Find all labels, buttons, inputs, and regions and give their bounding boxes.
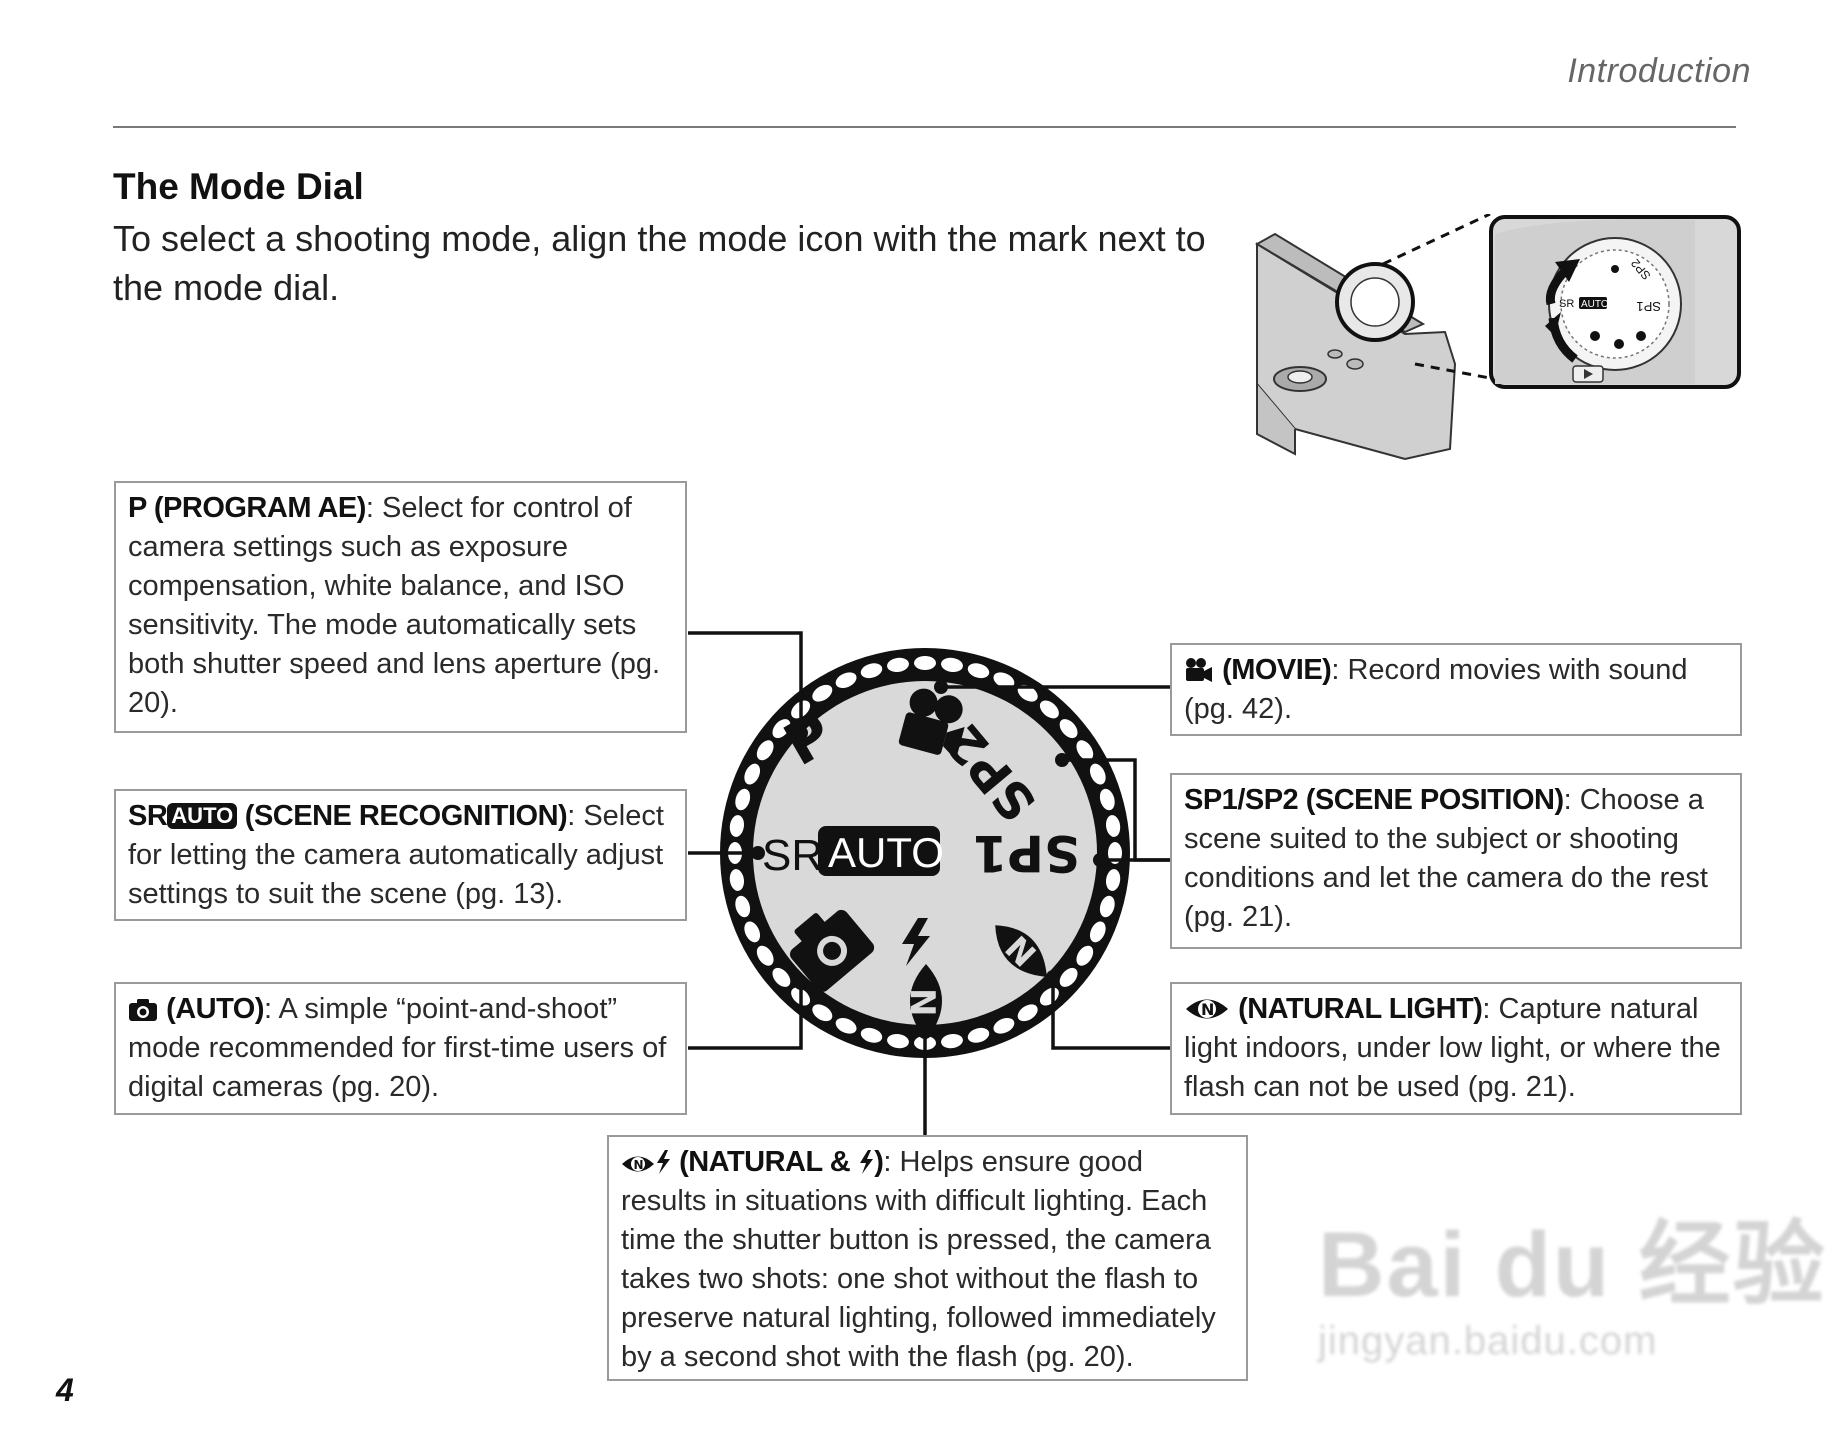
scene-position-callout: SP1/SP2 (SCENE POSITION): Choose a scene…: [1170, 773, 1742, 949]
scene-position-description: : Choose a scene suited to the subject o…: [1184, 784, 1708, 933]
dial-grip-notch: [941, 1033, 963, 1049]
dial-grip-notch: [941, 657, 963, 673]
dial-grip-notch: [1059, 719, 1078, 739]
dial-grip-notch: [1099, 788, 1115, 811]
intro-text: To select a shooting mode, align the mod…: [113, 218, 1206, 308]
movie-callout: (MOVIE): Record movies with sound (pg. 4…: [1170, 643, 1742, 736]
dial-grip-notch: [993, 1017, 1015, 1034]
natural-light-icon: N: [1186, 999, 1228, 1019]
dial-grip-notch: [729, 869, 745, 891]
program-ae-description: : Select for control of camera settings …: [128, 492, 661, 719]
dial-grip-notch: [1076, 945, 1094, 966]
dial-grip-notch: [1017, 684, 1038, 702]
dial-grip-notch: [744, 763, 761, 785]
dial-grip-notch: [835, 1017, 857, 1034]
dial-grip-notch: [967, 663, 990, 679]
dial-grip-notch: [1105, 869, 1121, 891]
auto-callout: (AUTO): A simple “point-and-shoot” mode …: [114, 982, 687, 1115]
scene-recognition-description: : Select for letting the camera automati…: [128, 800, 664, 910]
leader-lines: [688, 631, 1170, 1136]
dial-grip-notch: [993, 672, 1015, 689]
dial-grip-notch: [967, 1027, 990, 1043]
illus-sr-label: SR: [1559, 298, 1574, 310]
movie-description: : Record movies with sound (pg. 42).: [1184, 654, 1688, 725]
dial-auto-label: AUTO: [828, 829, 944, 876]
dial-grip-notch: [1089, 763, 1106, 785]
illus-sp1-label: SP1: [1636, 299, 1661, 314]
flash-icon: [860, 1150, 874, 1174]
dial-grip-scallops: [728, 656, 1122, 1050]
dial-grip-notch: [735, 788, 751, 811]
svg-text:N: N: [1201, 1000, 1214, 1019]
dial-grip-notch: [1076, 740, 1094, 761]
illus-auto-label: AUTO: [1581, 299, 1609, 310]
svg-text:N: N: [634, 1158, 644, 1172]
natural-light-icon: N: [622, 1156, 654, 1172]
dial-sr-label: SR: [762, 831, 823, 880]
natural-light-term: (NATURAL LIGHT): [1238, 993, 1483, 1025]
dial-grip-notch: [1105, 815, 1121, 837]
scene-recognition-term-prefix: SR: [128, 800, 168, 832]
movie-term: (MOVIE): [1222, 654, 1332, 686]
baidu-watermark: Bai du 经验 jingyan.baidu.com: [1318, 1190, 1827, 1364]
dial-grip-notch: [887, 1033, 909, 1049]
camera-illustration: SR AUTO SP1 SP2: [1255, 214, 1741, 461]
section-label: Introduction: [1567, 52, 1751, 90]
dial-grip-notch: [812, 684, 833, 702]
natural-light-callout: N (NATURAL LIGHT): Capture natural light…: [1170, 982, 1742, 1115]
dial-grip-notch: [835, 672, 857, 689]
dial-natural-flash-icon: N: [902, 964, 942, 1040]
dial-grip-notch: [860, 1027, 883, 1043]
dial-grip-notch: [756, 945, 774, 966]
page-number: 4: [56, 1372, 74, 1408]
dial-grip-notch: [772, 967, 791, 987]
watermark-main: Bai du 经验: [1318, 1214, 1827, 1316]
movie-camera-icon: [1186, 658, 1212, 682]
camera-icon: [129, 999, 157, 1021]
svg-text:N: N: [902, 988, 942, 1016]
auto-badge: AUTO: [167, 803, 238, 829]
auto-description: : A simple “point-and-shoot” mode recomm…: [128, 993, 667, 1103]
dial-grip-notch: [1039, 700, 1059, 719]
dial-grip-notch: [735, 895, 751, 918]
dial-flash-icon: [902, 918, 930, 966]
program-ae-term: P (PROGRAM AE): [128, 492, 366, 524]
dial-grip-notch: [860, 663, 883, 679]
natural-flash-description: : Helps ensure good results in situation…: [621, 1146, 1216, 1373]
natural-light-description: : Capture natural light indoors, under l…: [1184, 993, 1721, 1103]
dial-grip-notch: [914, 656, 936, 670]
dial-grip-notch: [1099, 895, 1115, 918]
program-ae-callout: P (PROGRAM AE): Select for control of ca…: [114, 481, 687, 733]
dial-camera-icon: [789, 909, 875, 992]
dial-grip-notch: [1089, 921, 1106, 943]
page-title: The Mode Dial: [113, 166, 364, 207]
dial-grip-notch: [812, 1004, 833, 1022]
dial-movie-camera-icon: [898, 688, 965, 760]
dial-grip-notch: [887, 657, 909, 673]
dial-grip-notch: [1017, 1004, 1038, 1022]
natural-flash-callout: N (NATURAL & ): Helps ensure good result…: [607, 1135, 1248, 1381]
watermark-sub: jingyan.baidu.com: [1318, 1319, 1658, 1363]
scene-recognition-term: (SCENE RECOGNITION): [237, 800, 568, 832]
natural-flash-term-a: (NATURAL &: [679, 1146, 851, 1178]
flash-icon: [657, 1150, 670, 1174]
dial-grip-notch: [729, 815, 745, 837]
dial-grip-notch: [772, 719, 791, 739]
leader-dots: [751, 680, 1107, 1039]
dial-sp1-label: SP1: [973, 824, 1080, 882]
natural-flash-term-b: ): [874, 1146, 884, 1178]
dial-grip-notch: [744, 921, 761, 943]
auto-term: (AUTO): [166, 993, 265, 1025]
scene-position-term: SP1/SP2 (SCENE POSITION): [1184, 784, 1564, 816]
dial-grip-notch: [1059, 967, 1078, 987]
header-rule: [113, 126, 1736, 128]
dial-auto-pill: [818, 826, 940, 876]
dial-grip-notch: [756, 740, 774, 761]
